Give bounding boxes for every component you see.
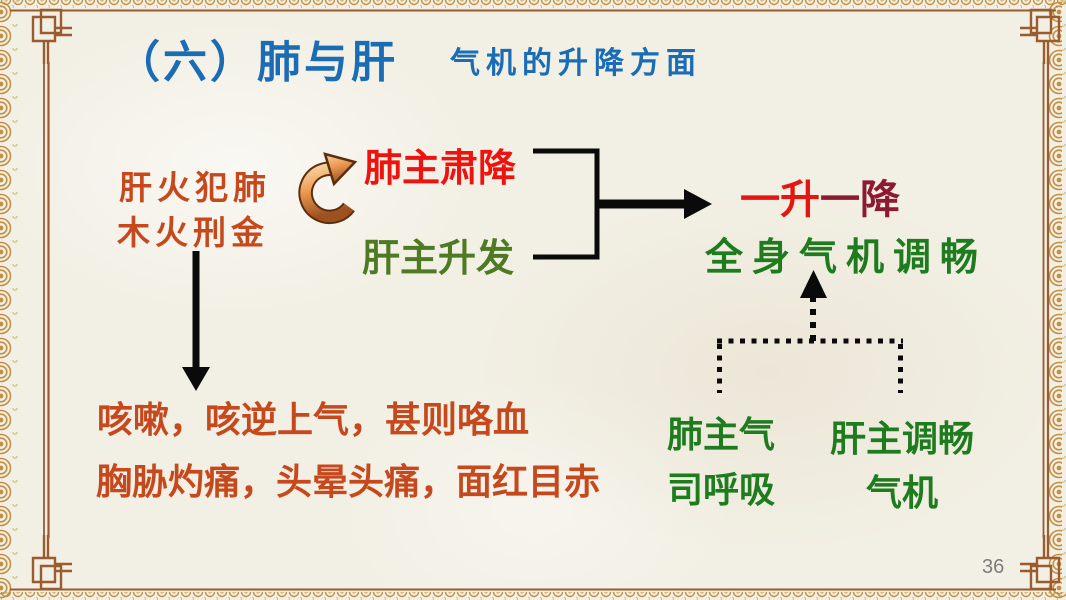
frame-bottom-strip: [0, 592, 1066, 600]
result-down-text: 一降: [820, 177, 900, 222]
page-number: 36: [982, 556, 1005, 578]
down-arrow-icon: [182, 251, 210, 391]
frame-left-strip: [0, 0, 18, 600]
lung-qi-label-line1: 肺主气: [667, 414, 776, 455]
merge-bracket: [533, 148, 600, 260]
dotted-up-arrow-icon: [717, 270, 903, 393]
result-updown: 一升一降: [740, 167, 900, 225]
lung-qi-label-line2: 司呼吸: [667, 469, 776, 510]
liver-qi-label-line2: 气机: [866, 472, 939, 513]
lung-function-label: 肺主肃降: [364, 148, 517, 190]
corner-knot-bottom-right: [1020, 535, 1061, 591]
cycle-arrow-icon: [298, 152, 358, 225]
cause-text-line1: 肝火犯肺: [119, 171, 271, 207]
frame-right-strip: [1048, 0, 1066, 600]
cause-text-line2: 木火刑金: [117, 216, 269, 252]
symptoms-line2: 胸胁灼痛，头晕头痛，面红目赤: [96, 462, 601, 502]
frame-top-strip: [0, 0, 1066, 8]
symptoms-line1: 咳嗽，咳逆上气，甚则咯血: [97, 400, 530, 440]
corner-knot-top-left: [31, 8, 72, 64]
right-arrow-icon: [599, 189, 712, 219]
liver-qi-label-line1: 肝主调畅: [830, 418, 975, 459]
frame-rules: [10, 9, 1056, 591]
corner-knot-top-right: [1020, 8, 1061, 64]
liver-function-label: 肝主升发: [362, 238, 515, 280]
result-up-text: 一升: [740, 177, 820, 222]
slide-title: （六）肺与肝: [116, 38, 398, 87]
corner-knot-bottom-left: [31, 535, 72, 591]
slide-subtitle: 气机的升降方面: [450, 47, 702, 80]
result-outcome: 全身气机调畅: [705, 237, 988, 279]
